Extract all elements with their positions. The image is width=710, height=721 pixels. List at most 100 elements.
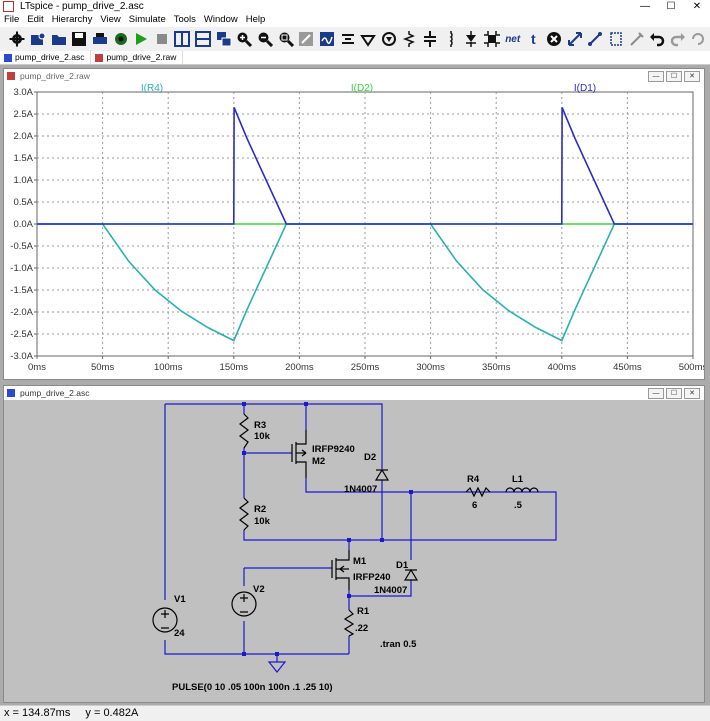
r4-label: R4 <box>467 474 480 485</box>
control-panel-button[interactable] <box>111 29 130 49</box>
resistor-r4[interactable] <box>465 486 491 498</box>
run-icon <box>136 33 148 45</box>
menu-view[interactable]: View <box>100 14 121 25</box>
redo-button[interactable] <box>669 29 688 49</box>
x-tick-label: 450ms <box>613 362 642 373</box>
minimize-button[interactable]: — <box>640 1 650 12</box>
resistor-r2[interactable] <box>239 497 249 531</box>
resistor-r3[interactable] <box>239 413 249 449</box>
drag-button[interactable] <box>586 29 605 49</box>
r4-value: 6 <box>472 500 477 511</box>
waveform-plot[interactable]: 3.0A2.5A2.0A1.5A1.0A0.5A0.0A-0.5A-1.0A-1… <box>4 83 704 379</box>
y-tick-label: -1.5A <box>10 285 33 296</box>
open-folder-button[interactable] <box>49 29 68 49</box>
x-tick-label: 500ms <box>679 362 704 373</box>
waveform-window-titlebar: pump_drive_2.raw — ☐ ✕ <box>4 69 704 83</box>
zoom-fit-icon <box>279 32 294 47</box>
label-net-button[interactable] <box>380 29 399 49</box>
mosfet-m1[interactable] <box>331 550 350 590</box>
d1-label: D1 <box>396 560 409 571</box>
inductor-l1[interactable] <box>505 487 539 493</box>
place-ground-button[interactable] <box>359 29 378 49</box>
x-tick-label: 250ms <box>351 362 380 373</box>
v2-label: V2 <box>253 584 265 595</box>
copy-icon <box>629 32 644 46</box>
open-button[interactable] <box>29 29 48 49</box>
move-button[interactable] <box>565 29 584 49</box>
undo-button[interactable] <box>648 29 667 49</box>
y-tick-label: -2.5A <box>10 329 33 340</box>
legend-id2[interactable]: I(D2) <box>351 83 373 94</box>
y-tick-labels: 3.0A2.5A2.0A1.5A1.0A0.5A0.0A-0.5A-1.0A-1… <box>10 87 33 362</box>
cascade-button[interactable] <box>214 29 233 49</box>
copy-button[interactable] <box>627 29 646 49</box>
run-button[interactable] <box>132 29 151 49</box>
menu-window[interactable]: Window <box>203 14 238 25</box>
tab-schematic[interactable]: pump_drive_2.asc <box>0 51 92 64</box>
print-icon <box>92 33 107 44</box>
delete-button[interactable] <box>545 29 564 49</box>
settings-button[interactable] <box>8 29 27 49</box>
draw-wire-button[interactable] <box>338 29 357 49</box>
x-tick-label: 400ms <box>548 362 577 373</box>
zoom-back-button[interactable] <box>297 29 316 49</box>
menu-hierarchy[interactable]: Hierarchy <box>51 14 93 25</box>
place-resistor-button[interactable] <box>400 29 419 49</box>
schematic-canvas[interactable]: R3 10k R2 10k IRFP9240 M2 D2 1N4007 <box>4 400 704 702</box>
junction-dots <box>242 402 413 656</box>
schematic-minimize-button[interactable]: — <box>648 388 664 399</box>
rotate-button[interactable] <box>689 29 708 49</box>
v2-pulse-value[interactable]: PULSE(0 10 .05 100n 100n .1 .25 10) <box>172 682 333 693</box>
tab-waveform[interactable]: pump_drive_2.raw <box>91 51 184 64</box>
place-diode-button[interactable] <box>462 29 481 49</box>
control-panel-icon <box>114 33 127 45</box>
m2-label: M2 <box>312 456 325 467</box>
zoom-out-button[interactable] <box>256 29 275 49</box>
cascade-icon <box>216 32 232 47</box>
autorange-button[interactable] <box>318 29 337 49</box>
schematic-maximize-button[interactable]: ☐ <box>666 388 682 399</box>
menu-edit[interactable]: Edit <box>27 14 44 25</box>
tile-vertical-button[interactable] <box>194 29 213 49</box>
r3-value: 10k <box>254 431 271 442</box>
diode-d1[interactable] <box>403 568 419 581</box>
spice-directive-button[interactable]: net <box>503 29 522 49</box>
print-button[interactable] <box>91 29 110 49</box>
mosfet-m2[interactable] <box>291 430 307 478</box>
menu-help[interactable]: Help <box>245 14 266 25</box>
schematic-close-button[interactable]: ✕ <box>684 388 700 399</box>
legend-id1[interactable]: I(D1) <box>574 83 596 94</box>
maximize-button[interactable]: ☐ <box>666 1 676 12</box>
zoom-in-button[interactable] <box>235 29 254 49</box>
waveform-close-button[interactable]: ✕ <box>684 71 700 82</box>
place-capacitor-button[interactable] <box>421 29 440 49</box>
resistor-r1[interactable] <box>343 609 355 637</box>
legend-ir4[interactable]: I(R4) <box>141 83 163 94</box>
paste-button[interactable] <box>607 29 626 49</box>
menu-tools[interactable]: Tools <box>173 14 196 25</box>
r3-label: R3 <box>254 420 266 431</box>
diode-d2[interactable] <box>374 462 390 481</box>
l1-value: .5 <box>514 500 523 511</box>
place-text-button[interactable]: t <box>524 29 543 49</box>
component-icon <box>484 31 501 47</box>
tile-horizontal-button[interactable] <box>173 29 192 49</box>
voltage-source-v1[interactable] <box>152 607 178 633</box>
zoom-fit-button[interactable] <box>276 29 295 49</box>
y-tick-label: 0.5A <box>13 197 33 208</box>
save-button[interactable] <box>70 29 89 49</box>
trace-id1[interactable] <box>37 107 693 225</box>
autorange-icon <box>319 32 334 46</box>
menu-simulate[interactable]: Simulate <box>128 14 166 25</box>
place-inductor-button[interactable] <box>441 29 460 49</box>
menu-file[interactable]: File <box>4 14 20 25</box>
stop-button[interactable] <box>152 29 171 49</box>
waveform-maximize-button[interactable]: ☐ <box>666 71 682 82</box>
tran-directive[interactable]: .tran 0.5 <box>380 639 417 650</box>
waveform-minimize-button[interactable]: — <box>648 71 664 82</box>
voltage-source-v2[interactable] <box>231 591 257 617</box>
close-button[interactable]: ✕ <box>692 1 702 12</box>
place-component-button[interactable] <box>483 29 502 49</box>
